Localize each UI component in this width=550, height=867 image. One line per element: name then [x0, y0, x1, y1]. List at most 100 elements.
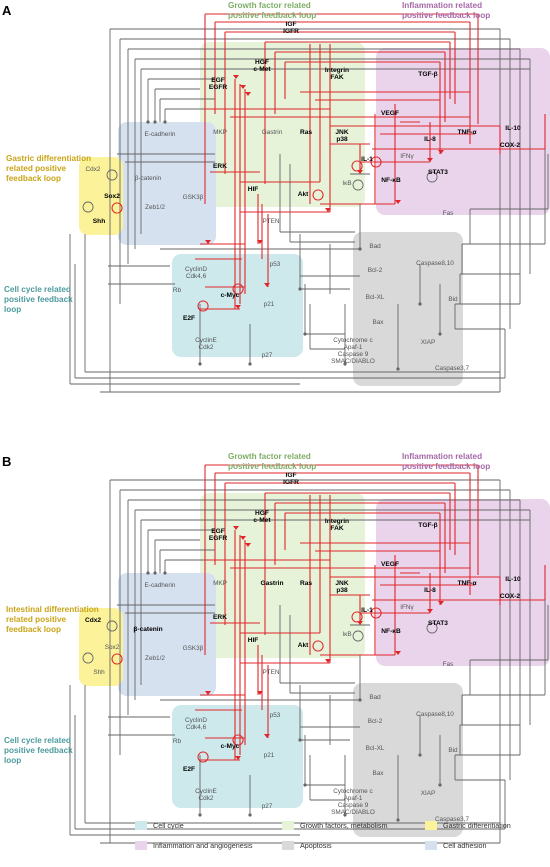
edge-terminal [298, 738, 302, 742]
node-stat3: STAT3 [428, 169, 448, 176]
cell-adhesion-region [118, 573, 216, 696]
node-gsk: GSK3β [183, 194, 204, 201]
node-casp37: Caspase3,7 [435, 816, 470, 823]
node-vegf: VEGF [381, 561, 399, 568]
node-bid: Bid [448, 296, 458, 303]
arrowhead [357, 621, 363, 625]
node-p21: p21 [264, 752, 275, 759]
node-stat3: STAT3 [428, 620, 448, 627]
node-cox2: COX-2 [500, 593, 520, 600]
node-bcat: β-catenin [135, 175, 162, 182]
feedback-edges [111, 464, 546, 763]
node-casp37: Caspase3,7 [435, 365, 470, 372]
node-fas: Fas [443, 661, 454, 668]
edge-terminal [248, 813, 252, 817]
node-gastrin: Gastrin [262, 129, 283, 136]
arrowhead [205, 240, 211, 244]
inflammation-region [376, 48, 550, 215]
self-loop-edge [106, 169, 118, 181]
arrowhead [257, 691, 263, 695]
node-cmyc: c-Myc [221, 292, 240, 299]
node-erk: ERK [213, 163, 227, 170]
node-nfkb: NF-κB [381, 628, 401, 635]
edge-terminal [163, 120, 167, 124]
arrowhead [233, 526, 239, 530]
differentiation-region [79, 157, 123, 235]
node-erk: ERK [213, 614, 227, 621]
arrowhead [438, 150, 444, 154]
node-il8: IL-8 [424, 587, 436, 594]
self-loop-edge [351, 160, 363, 172]
edge-terminal [303, 783, 307, 787]
node-il10: IL-10 [505, 576, 521, 583]
differentiation-region [79, 608, 123, 686]
node-rb: Rb [173, 287, 182, 294]
feedback-edges [111, 13, 546, 312]
arrowhead [240, 536, 246, 540]
node-p27: p27 [262, 803, 273, 810]
node-ifng: IFNγ [400, 153, 414, 160]
node-casp810: Caspase8,10 [416, 260, 454, 267]
edge-terminal [396, 367, 400, 371]
self-loop-edge [111, 653, 123, 665]
self-loop-edge [82, 652, 94, 664]
arrowhead [245, 543, 251, 547]
node-cdx2: Cdx2 [86, 166, 101, 173]
arrowhead [205, 691, 211, 695]
self-loop-edge [232, 734, 244, 746]
node-shh: Shh [93, 218, 105, 225]
edge-terminal [146, 571, 150, 575]
self-loop-edge [351, 611, 363, 623]
self-loop-edge [312, 640, 324, 652]
self-loop-edge [111, 202, 123, 214]
node-hif: HIF [248, 186, 259, 193]
legend-swatch [135, 821, 147, 830]
self-loop-edge [352, 630, 364, 642]
node-gsk: GSK3β [183, 645, 204, 652]
edge-terminal [198, 362, 202, 366]
arrowhead [427, 158, 433, 162]
node-tnfa: TNF-α [457, 129, 476, 136]
edge-terminal [298, 287, 302, 291]
edge-terminal [198, 813, 202, 817]
self-loop-edge [370, 607, 382, 619]
legend-swatch [425, 821, 437, 830]
self-loop-edge [106, 620, 118, 632]
node-sox2: Sox2 [104, 193, 120, 200]
arrowhead [233, 75, 239, 79]
node-gastrin: Gastrin [260, 580, 283, 587]
node-e2f: E2F [183, 766, 195, 773]
panel-letter: B [2, 454, 11, 469]
self-loop-edge [197, 300, 209, 312]
arrowhead [395, 651, 401, 655]
apoptosis-region [353, 683, 463, 837]
self-loop-edge [370, 156, 382, 168]
node-ikb: IκB [342, 180, 351, 187]
node-ras: Ras [300, 129, 312, 136]
node-mkp: MKP [213, 129, 227, 136]
arrowhead [245, 92, 251, 96]
growth-factor-region [200, 42, 365, 207]
self-loop-edge [426, 622, 438, 634]
node-p53: p53 [270, 261, 281, 268]
edge-terminal [153, 120, 157, 124]
node-bax: Bax [372, 770, 384, 777]
arrowhead [235, 756, 241, 760]
node-bax: Bax [372, 319, 384, 326]
node-ecad: E-cadherin [145, 582, 176, 589]
node-il8: IL-8 [424, 136, 436, 143]
node-akt: Akt [298, 191, 309, 198]
arrowhead [325, 659, 331, 663]
node-ecad: E-cadherin [145, 131, 176, 138]
